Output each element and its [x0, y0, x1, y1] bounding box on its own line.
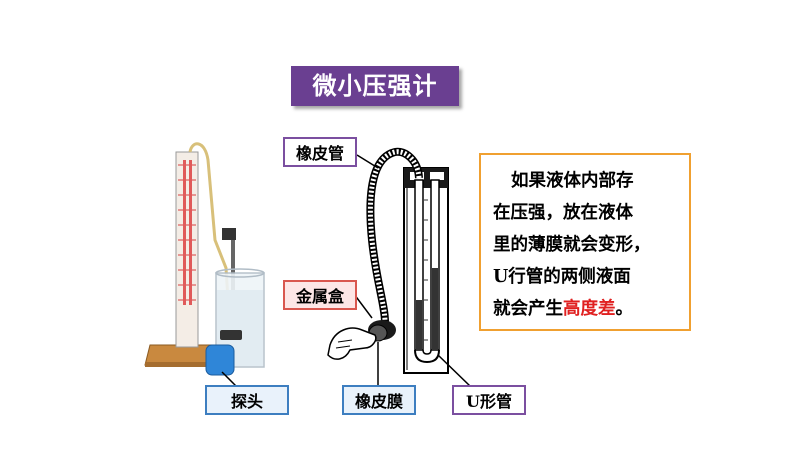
rubber-membrane-label: 橡皮膜 [342, 385, 416, 415]
note-line-2: 在压强，放在液体 [493, 203, 633, 223]
u-tube-label: U形管 [452, 385, 526, 415]
page-title: 微小压强计 [291, 66, 459, 106]
note-line-5-pre: 就会产生 [493, 299, 563, 319]
box-pointer [353, 293, 373, 319]
tube-pointer [356, 154, 379, 169]
explanation-box: 如果液体内部存 在压强，放在液体 里的薄膜就会变形， U行管的两侧液面 就会产生… [479, 153, 691, 331]
u-tube-illustration [327, 147, 449, 374]
note-line-3: 里的薄膜就会变形， [493, 235, 651, 255]
probe-label: 探头 [205, 385, 289, 415]
pressure-gauge-photo [144, 142, 265, 376]
u-tube-pointer [437, 354, 471, 387]
rubber-tube-label: 橡皮管 [283, 137, 357, 167]
metal-box-label: 金属盒 [283, 280, 357, 310]
note-line-5: 就会产生高度差。 [493, 293, 679, 325]
note-line-4: U行管的两侧液面 [493, 267, 631, 287]
note-line-1: 如果液体内部存 [511, 171, 634, 191]
probe-pointer [221, 371, 237, 387]
note-line-5-post: 。 [615, 299, 634, 319]
note-emphasis: 高度差 [563, 299, 616, 319]
